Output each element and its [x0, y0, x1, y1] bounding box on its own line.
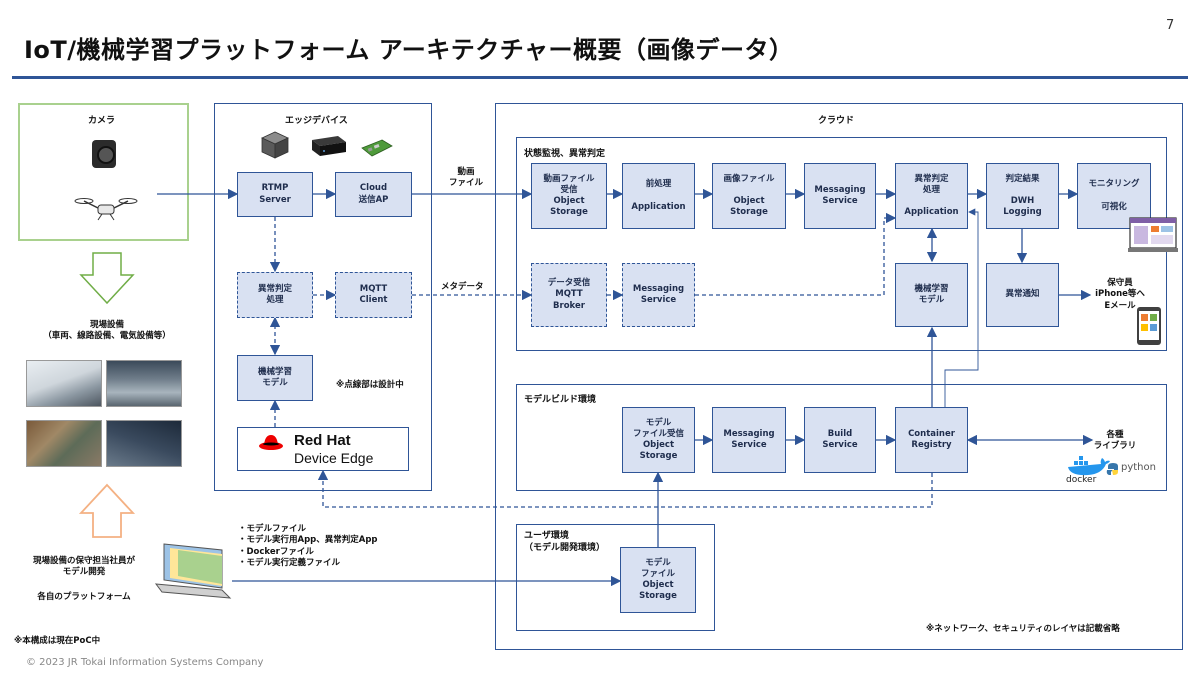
- docker-logo-icon: docker: [1066, 455, 1110, 487]
- own-platform-label: 各自のプラットフォーム: [37, 592, 131, 602]
- edge-device-box-icon: [258, 130, 292, 160]
- edge-ml-model-box: 機械学習 モデル: [237, 355, 313, 401]
- build-service-box: Build Service: [804, 407, 876, 473]
- page-number: 7: [1166, 18, 1175, 33]
- edge-panel-label: エッジデバイス: [285, 116, 348, 126]
- laptop-icon: [152, 540, 232, 602]
- camera-panel: [18, 103, 189, 241]
- mqtt-broker-box: データ受信 MQTT Broker: [531, 263, 607, 327]
- metadata-label: メタデータ: [441, 282, 484, 292]
- libraries-label: 各種 ライブラリ: [1093, 430, 1137, 452]
- video-storage-box: 動画ファイル 受信 Object Storage: [531, 163, 607, 229]
- title-rule: [12, 76, 1188, 79]
- maintenance-label: 現場設備の保守担当社員が モデル開発: [32, 556, 135, 578]
- action-camera-icon: [92, 140, 116, 168]
- preprocess-box: 前処理 Application: [622, 163, 695, 229]
- cloud-ml-model-box: 機械学習 モデル: [895, 263, 968, 327]
- raspberry-pi-icon: [360, 138, 394, 158]
- rtmp-server-box: RTMP Server: [237, 172, 313, 217]
- redhat-title: Red Hat: [294, 432, 351, 449]
- dashboard-screen-icon: [1128, 216, 1180, 254]
- container-registry-box: Container Registry: [895, 407, 968, 473]
- shinkansen-photo: [26, 360, 102, 407]
- result-dwh-box: 判定結果 DWH Logging: [986, 163, 1059, 229]
- build-messaging-box: Messaging Service: [712, 407, 786, 473]
- state-panel-label: 状態監視、異常判定: [524, 149, 606, 159]
- python-logo-icon: python: [1106, 461, 1164, 477]
- device-edge-title: Device Edge: [294, 450, 374, 466]
- mqtt-client-box: MQTT Client: [335, 272, 412, 318]
- cloud-send-ap-box: Cloud 送信AP: [335, 172, 412, 217]
- cloud-panel-label: クラウド: [818, 116, 855, 126]
- build-model-storage-box: モデル ファイル受信 Object Storage: [622, 407, 695, 473]
- edge-anomaly-box: 異常判定 処理: [237, 272, 313, 318]
- build-panel: [516, 384, 1167, 491]
- user-panel-label: ユーザ環境 （モデル開発環境）: [524, 531, 606, 553]
- build-panel-label: モデルビルド環境: [524, 395, 597, 405]
- user-model-storage-box: モデル ファイル Object Storage: [620, 547, 696, 613]
- messaging-service-box-2: Messaging Service: [622, 263, 695, 327]
- worker-email-label: 保守員 iPhone等へ Eメール: [1095, 278, 1145, 311]
- page-title: IoT/機械学習プラットフォーム アーキテクチャー概要（画像データ）: [24, 36, 794, 64]
- smartphone-icon: [1136, 306, 1162, 346]
- redhat-logo-icon: [258, 433, 284, 451]
- docker-text: docker: [1066, 475, 1097, 485]
- field-equipment-label: 現場設備 （車両、線路設備、電気設備等）: [43, 320, 171, 342]
- station-photo: [106, 360, 182, 407]
- dotted-note: ※点線部は設計中: [336, 380, 404, 390]
- user-panel: [516, 524, 715, 631]
- redhat-device-edge-box: Red Hat Device Edge: [237, 427, 409, 471]
- camera-panel-label: カメラ: [88, 116, 116, 126]
- cloud-panel: [495, 103, 1183, 650]
- overhead-line-photo: [106, 420, 182, 467]
- poc-note: ※本構成は現在PoC中: [14, 636, 101, 646]
- network-note: ※ネットワーク、セキュリティのレイヤは記載省略: [926, 624, 1120, 634]
- mini-pc-icon: [308, 134, 348, 158]
- footer-copyright: © 2023 JR Tokai Information Systems Comp…: [26, 657, 264, 668]
- image-storage-box: 画像ファイル Object Storage: [712, 163, 786, 229]
- files-list: ・モデルファイル ・モデル実行用App、異常判定App ・Dockerファイル …: [238, 524, 378, 569]
- python-text: python: [1121, 462, 1156, 473]
- anomaly-app-box: 異常判定 処理 Application: [895, 163, 968, 229]
- alert-box: 異常通知: [986, 263, 1059, 327]
- track-photo: [26, 420, 102, 467]
- messaging-service-box-1: Messaging Service: [804, 163, 876, 229]
- drone-icon: [74, 195, 138, 221]
- video-file-label: 動画 ファイル: [448, 167, 483, 189]
